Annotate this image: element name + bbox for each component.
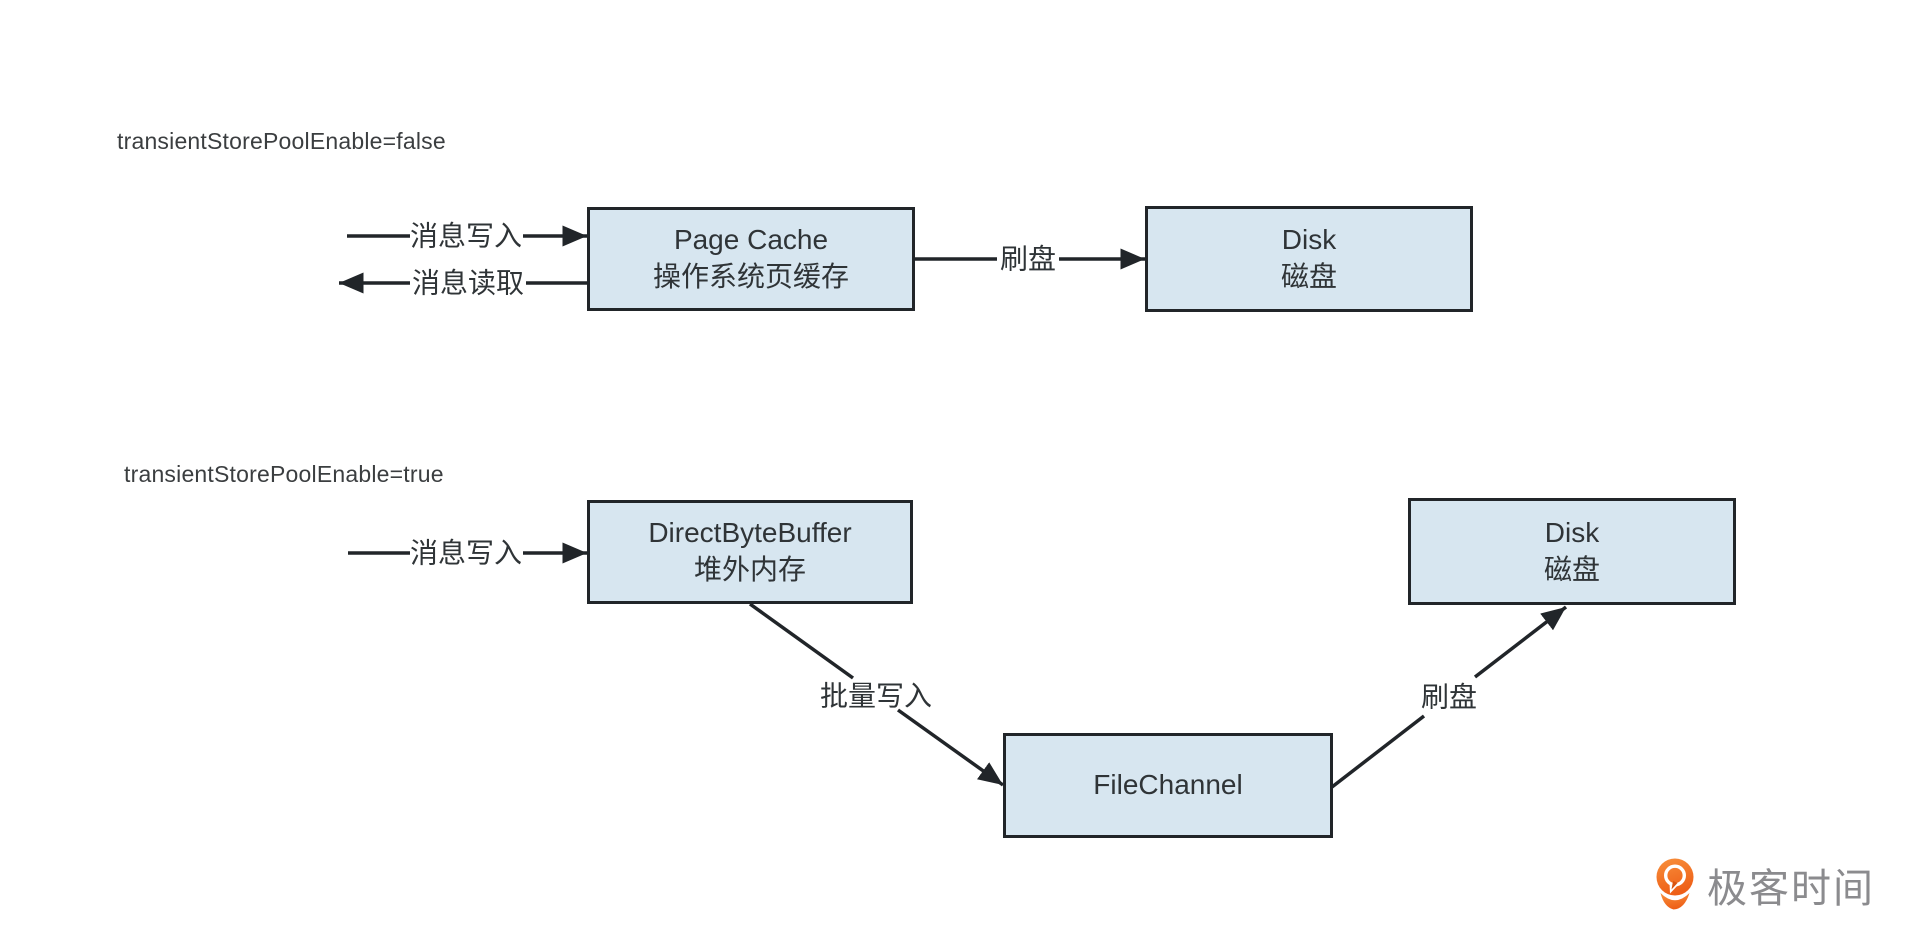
arrow-line bbox=[748, 602, 855, 680]
arrow-line bbox=[896, 708, 1005, 787]
node-subtitle: 磁盘 bbox=[1280, 261, 1337, 292]
arrow-message-read-false: 消息读取 bbox=[339, 268, 589, 299]
geektime-logo: 极客时间 bbox=[1656, 856, 1875, 914]
node-subtitle: 操作系统页缓存 bbox=[652, 261, 849, 292]
node-title: Page Cache bbox=[673, 224, 829, 256]
node-page-cache: Page Cache 操作系统页缓存 bbox=[587, 207, 915, 311]
config-label-false: transientStorePoolEnable=false bbox=[117, 128, 446, 154]
arrow-message-write-false: 消息写入 bbox=[347, 221, 587, 252]
node-title: Disk bbox=[1544, 516, 1600, 548]
geektime-logo-text: 极客时间 bbox=[1707, 867, 1875, 911]
node-subtitle: 磁盘 bbox=[1543, 553, 1600, 585]
node-subtitle: 堆外内存 bbox=[693, 554, 806, 585]
node-disk-false: Disk 磁盘 bbox=[1145, 206, 1473, 312]
node-direct-byte-buffer: DirectByteBuffer 堆外内存 bbox=[587, 500, 913, 604]
arrow-label-message-read: 消息读取 bbox=[412, 268, 524, 299]
config-label-true: transientStorePoolEnable=true bbox=[124, 461, 444, 487]
node-disk-true: Disk 磁盘 bbox=[1408, 498, 1736, 605]
arrow-label-flush: 刷盘 bbox=[1421, 682, 1477, 713]
arrow-label-flush: 刷盘 bbox=[1000, 244, 1056, 275]
arrow-flush-true: 刷盘 bbox=[1330, 605, 1568, 789]
node-title: DirectByteBuffer bbox=[648, 517, 852, 549]
arrow-label-batch-write: 批量写入 bbox=[820, 681, 932, 712]
node-file-channel: FileChannel bbox=[1003, 733, 1333, 838]
arrow-label-message-write: 消息写入 bbox=[410, 221, 522, 252]
arrow-line bbox=[1330, 714, 1426, 789]
arrow-message-write-true: 消息写入 bbox=[348, 538, 587, 569]
arrow-line bbox=[1473, 605, 1568, 679]
arrow-flush-false: 刷盘 bbox=[913, 244, 1145, 275]
geektime-pin-icon bbox=[1656, 858, 1694, 910]
arrow-batch-write: 批量写入 bbox=[748, 602, 1005, 787]
arrow-label-message-write: 消息写入 bbox=[410, 538, 522, 569]
node-title: FileChannel bbox=[1093, 769, 1243, 801]
node-title: Disk bbox=[1281, 224, 1337, 256]
